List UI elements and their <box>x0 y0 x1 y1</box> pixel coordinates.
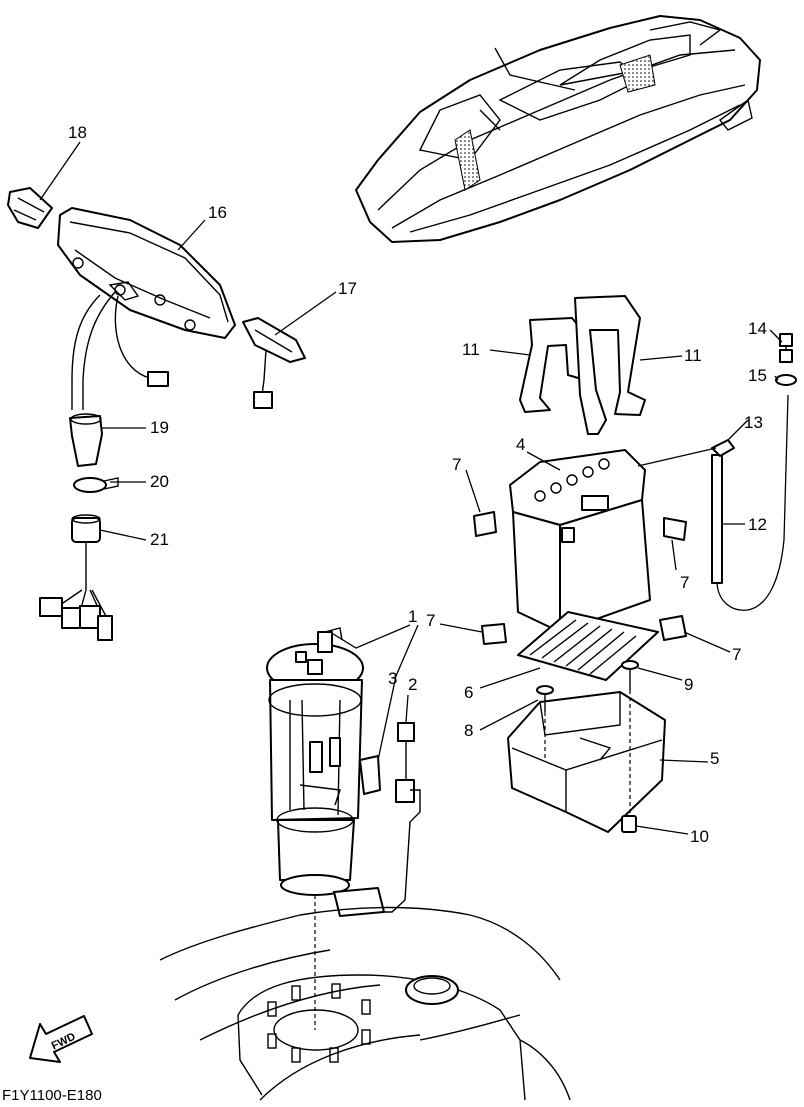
grommet-19 <box>69 413 103 467</box>
callout-2: 2 <box>408 675 417 694</box>
callout-7-lower-right: 7 <box>732 645 741 664</box>
harness-connectors <box>39 542 113 641</box>
callout-7-upper-left: 7 <box>452 455 461 474</box>
switch-part-17 <box>242 317 306 409</box>
callout-9: 9 <box>684 675 693 694</box>
switch-part-18 <box>7 187 53 229</box>
callout-8: 8 <box>464 721 473 740</box>
nut-10 <box>621 815 637 833</box>
callout-4: 4 <box>516 435 525 454</box>
pad-7-lower-right <box>659 615 687 641</box>
callout-labels: 18 16 17 19 20 21 11 11 14 15 13 12 4 7 … <box>68 123 767 846</box>
battery-box-5 <box>507 691 666 833</box>
sleeve-21 <box>71 514 101 543</box>
callout-5: 5 <box>710 749 719 768</box>
callout-12: 12 <box>748 515 767 534</box>
harness-2 <box>380 722 421 913</box>
clip-13 <box>711 439 735 457</box>
drawing-code: F1Y1100-E180 <box>2 1087 102 1104</box>
connector-box <box>333 887 385 917</box>
callout-11-left: 11 <box>462 340 480 359</box>
fitting-14 <box>779 333 793 363</box>
callout-19: 19 <box>150 418 169 437</box>
callout-11-right: 11 <box>684 346 702 365</box>
meter-assembly <box>57 207 236 410</box>
fwd-arrow-icon: FWD <box>29 1015 93 1063</box>
battery-band-11 <box>519 295 646 435</box>
callout-20: 20 <box>150 472 169 491</box>
callout-14: 14 <box>748 319 767 338</box>
clamp-15 <box>775 374 797 386</box>
bolt-8 <box>536 685 554 760</box>
fuel-tank-hull <box>159 906 571 1101</box>
breather-pipe-12 <box>711 394 789 611</box>
pad-7-right <box>663 517 687 541</box>
callout-6: 6 <box>464 683 473 702</box>
fuel-pump-1 <box>266 627 364 896</box>
callout-21: 21 <box>150 530 169 549</box>
callout-1: 1 <box>408 607 417 626</box>
callout-10: 10 <box>690 827 709 846</box>
callout-17: 17 <box>338 279 357 298</box>
callout-7-lower-left: 7 <box>426 611 435 630</box>
bracket-3 <box>359 755 381 795</box>
bolt-9 <box>621 660 639 820</box>
battery-4 <box>509 449 651 633</box>
callout-16: 16 <box>208 203 227 222</box>
pad-7-left <box>473 511 497 537</box>
callout-15: 15 <box>748 366 767 385</box>
leader-lines <box>39 141 783 835</box>
callout-3: 3 <box>388 669 397 688</box>
callout-7-right: 7 <box>680 573 689 592</box>
watercraft-illustration <box>355 15 761 243</box>
callout-18: 18 <box>68 123 87 142</box>
clamp-20 <box>73 477 119 493</box>
callout-13: 13 <box>744 413 763 432</box>
pad-7-lower-left <box>481 623 507 645</box>
